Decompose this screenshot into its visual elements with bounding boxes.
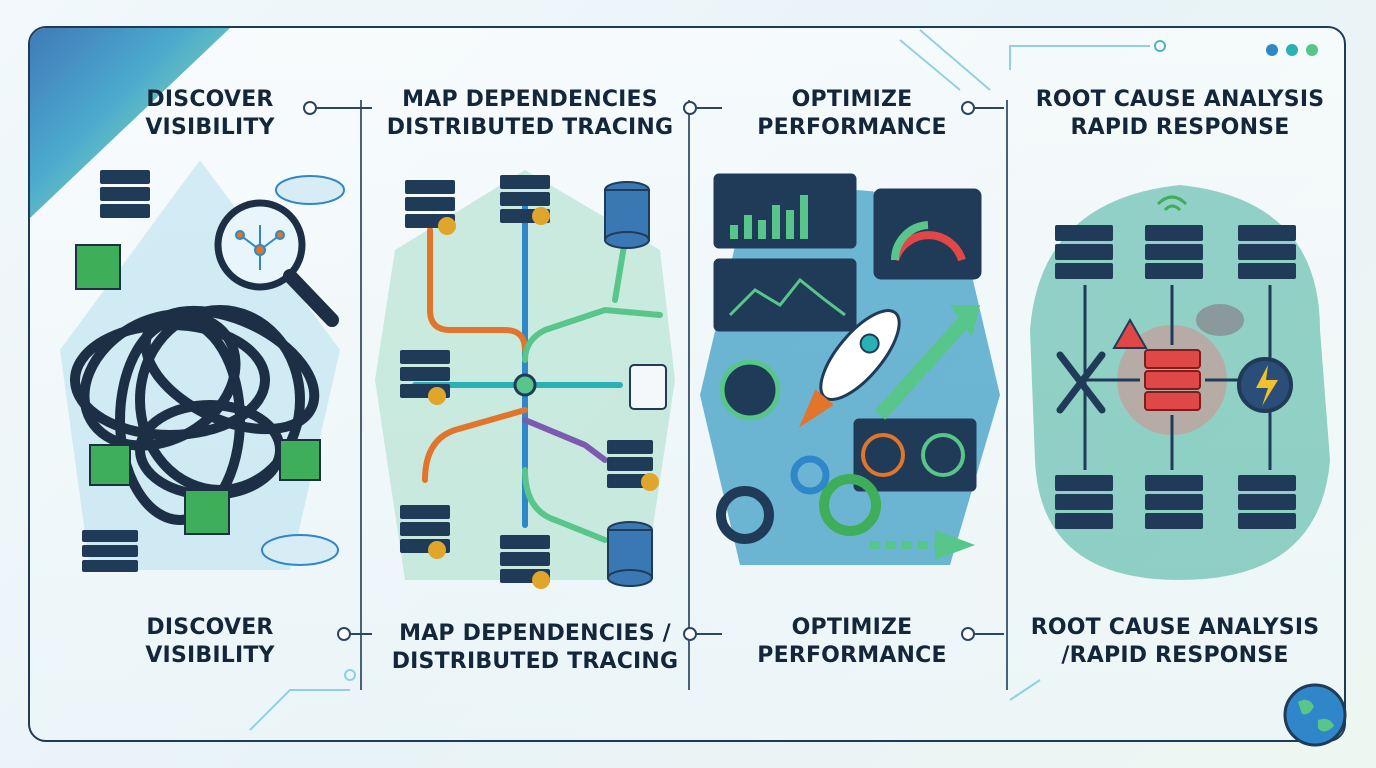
tangled-network-magnifier-icon [60, 160, 345, 572]
rocket-dashboard-icon [700, 173, 1000, 565]
stage-2-title-line1: MAP DEPENDENCIES [402, 87, 658, 112]
column-divider [1006, 100, 1008, 690]
stage-4-title-line2: RAPID RESPONSE [1070, 115, 1290, 140]
window-control-dots [1266, 44, 1318, 56]
column-divider [688, 100, 690, 690]
stage-2-title-line2: DISTRIBUTED TRACING [386, 115, 674, 140]
stage-4-bottom-label: ROOT CAUSE ANALYSIS /RAPID RESPONSE [1030, 614, 1320, 670]
stage-1-caption-line2: VISIBILITY [145, 643, 275, 668]
stage-3-title-line2: PERFORMANCE [757, 115, 947, 140]
service-trace-map-icon [375, 170, 675, 589]
stage-1-title-line1: DISCOVER [146, 87, 274, 112]
stage-2-caption-line1: MAP DEPENDENCIES / [399, 621, 671, 646]
stage-4-caption-line2: /RAPID RESPONSE [1061, 643, 1289, 668]
column-divider [360, 100, 362, 690]
stage-2-bottom-label: MAP DEPENDENCIES / DISTRIBUTED TRACING [380, 620, 690, 676]
stage-2-caption-line2: DISTRIBUTED TRACING [391, 649, 679, 674]
stage-3-caption-line1: OPTIMIZE [791, 615, 913, 640]
stage-1-title-line2: VISIBILITY [145, 115, 275, 140]
stage-1-bottom-label: DISCOVER VISIBILITY [110, 614, 310, 670]
blue-dot [1266, 44, 1278, 56]
faulty-server-icon [1030, 185, 1330, 580]
stage-3-caption-line2: PERFORMANCE [757, 643, 947, 668]
stage-3-bottom-label: OPTIMIZE PERFORMANCE [752, 614, 952, 670]
stage-1-top-label: DISCOVER VISIBILITY [110, 86, 310, 142]
stage-4-title-line1: ROOT CAUSE ANALYSIS [1035, 87, 1325, 112]
stage-3-title-line1: OPTIMIZE [791, 87, 913, 112]
stage-2-top-label: MAP DEPENDENCIES DISTRIBUTED TRACING [380, 86, 680, 142]
teal-dot [1286, 44, 1298, 56]
stage-4-top-label: ROOT CAUSE ANALYSIS RAPID RESPONSE [1030, 86, 1330, 142]
stage-4-caption-line1: ROOT CAUSE ANALYSIS [1030, 615, 1320, 640]
green-dot [1306, 44, 1318, 56]
globe-icon [1283, 683, 1347, 747]
stage-3-top-label: OPTIMIZE PERFORMANCE [752, 86, 952, 142]
stage-1-caption-line1: DISCOVER [146, 615, 274, 640]
